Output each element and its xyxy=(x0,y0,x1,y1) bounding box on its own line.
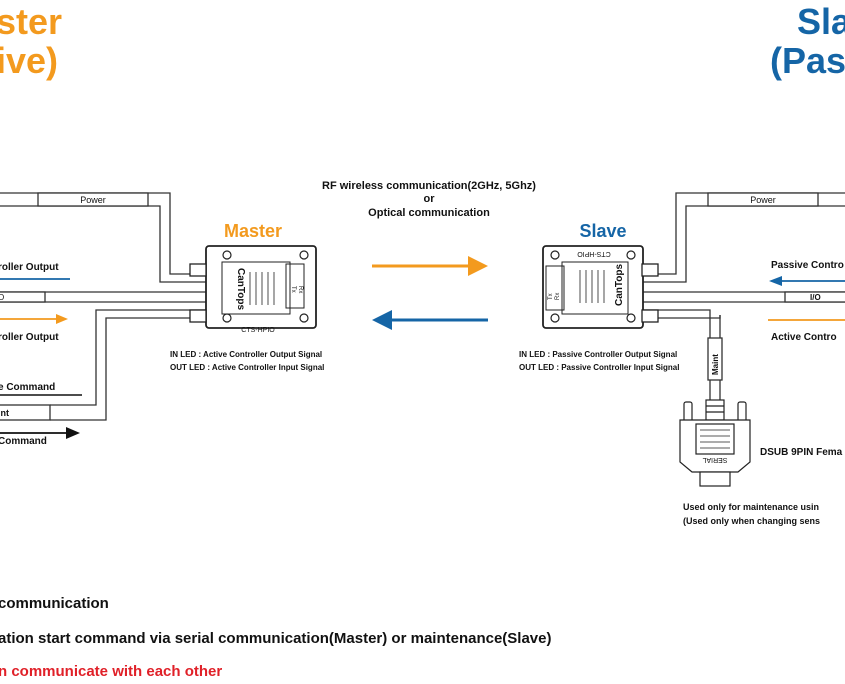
slave-passive-output-arrow xyxy=(769,276,845,286)
master-io-label: O xyxy=(0,293,4,302)
master-device-title: Master xyxy=(224,221,282,241)
dsub-connector xyxy=(679,399,751,487)
master-active-output-bottom-label: roller Output xyxy=(0,332,59,343)
slave-mode-heading: (Pas xyxy=(770,40,845,81)
slave-io-box: I/O xyxy=(784,291,845,303)
master-port-rx: Rx xyxy=(297,286,303,293)
master-io-box: O xyxy=(0,291,46,303)
optical-communication-label: Optical communication xyxy=(368,207,490,219)
master-out-led-label: OUT LED : Active Controller Input Signal xyxy=(170,363,324,372)
slave-port-tx: Tx xyxy=(548,293,554,300)
slave-device-title: Slave xyxy=(579,221,626,241)
or-label: or xyxy=(424,193,436,205)
master-mode-heading: ive) xyxy=(0,40,58,81)
slave-to-master-arrow xyxy=(372,310,488,330)
slave-brand-logo: CanTops xyxy=(614,264,625,306)
slave-power-box: Power xyxy=(707,192,819,207)
note-communicate-each-other: n communicate with each other xyxy=(0,663,223,680)
slave-heading: Sla xyxy=(797,1,845,42)
slave-maint-label: Maint xyxy=(711,354,720,375)
master-to-slave-arrow xyxy=(372,256,488,276)
rf-communication-label: RF wireless communication(2GHz, 5Ghz) xyxy=(322,180,536,192)
slave-out-led-label: OUT LED : Passive Controller Input Signa… xyxy=(519,363,679,372)
slave-maint-box: Maint xyxy=(707,337,723,381)
slave-passive-output-label: Passive Contro xyxy=(771,260,844,271)
master-heading: ster xyxy=(0,1,62,42)
master-active-output-arrow xyxy=(0,314,68,324)
slave-port-rx: Rx xyxy=(555,293,561,300)
master-active-output-top-label: roller Output xyxy=(0,262,59,273)
master-brand-logo: CanTops xyxy=(235,268,246,310)
note-start-command: ation start command via serial communica… xyxy=(0,630,552,647)
master-command-arrow xyxy=(0,427,80,439)
master-in-led-label: IN LED : Active Controller Output Signal xyxy=(170,350,322,359)
master-maint-label: int xyxy=(0,408,9,418)
slave-io-label: I/O xyxy=(810,293,821,302)
dsub-label: DSUB 9PIN Fema xyxy=(760,447,843,458)
maintenance-note-line1: Used only for maintenance usin xyxy=(683,502,819,512)
master-power-label: Power xyxy=(80,195,106,205)
dsub-serial-label: SERIAL xyxy=(702,456,727,463)
slave-in-led-label: IN LED : Passive Controller Output Signa… xyxy=(519,350,677,359)
master-maint-box: int xyxy=(0,404,51,421)
master-command-label: e Command xyxy=(0,382,55,393)
master-command2-label: Command xyxy=(0,436,47,447)
master-device-model: CTS-HPIO xyxy=(241,327,275,334)
master-port-tx: Tx xyxy=(290,286,296,293)
master-device: Tx Rx CanTops CTS-HPIO xyxy=(189,245,317,334)
slave-device: Tx Rx CanTops CTS-HPIO xyxy=(542,245,659,329)
slave-power-label: Power xyxy=(750,195,776,205)
slave-active-output-label: Active Contro xyxy=(771,332,837,343)
slave-device-model: CTS-HPIO xyxy=(577,250,611,257)
master-power-box: Power xyxy=(37,192,149,207)
note-communication: communication xyxy=(0,595,109,612)
maintenance-note-line2: (Used only when changing sens xyxy=(683,516,820,526)
